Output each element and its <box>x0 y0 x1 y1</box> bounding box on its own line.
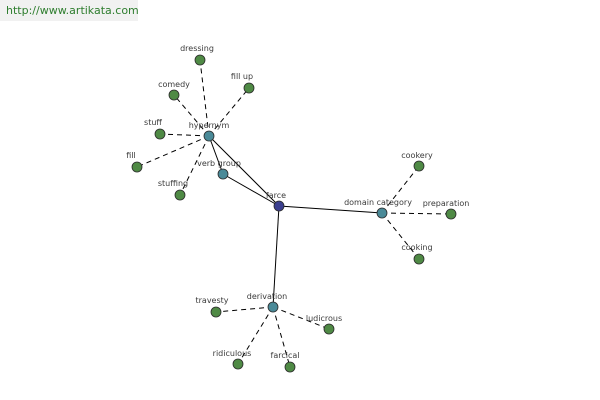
node-travesty[interactable] <box>210 306 222 318</box>
edge-hypernym-stuffing <box>179 135 210 196</box>
label-preparation: preparation <box>423 199 470 208</box>
edge-hypernym-fill-up <box>208 87 250 137</box>
label-domain-category: domain category <box>344 198 412 207</box>
label-verb-group: verb group <box>197 159 241 168</box>
node-domain-category[interactable] <box>376 207 388 219</box>
label-cookery: cookery <box>401 151 433 160</box>
label-fill: fill <box>126 151 135 160</box>
node-derivation[interactable] <box>267 301 279 313</box>
edge-domain-category-cookery <box>381 165 420 214</box>
node-verb-group[interactable] <box>217 168 229 180</box>
edge-hypernym-fill <box>136 135 210 168</box>
watermark-url: http://www.artikata.com <box>0 0 139 21</box>
edge-hypernym-verb-group <box>208 135 224 175</box>
node-dressing[interactable] <box>194 54 206 66</box>
labels-layer: farce hypernym verb group domain category de… <box>126 44 469 360</box>
label-dressing: dressing <box>180 44 214 53</box>
label-fill-up: fill up <box>231 72 253 81</box>
label-hypernym: hypernym <box>189 121 230 130</box>
label-stuff: stuff <box>144 118 162 127</box>
label-comedy: comedy <box>158 80 190 89</box>
edge-farce-derivation <box>272 205 280 308</box>
node-comedy[interactable] <box>168 89 180 101</box>
edge-hypernym-dressing <box>199 59 210 137</box>
node-ridiculous[interactable] <box>232 358 244 370</box>
label-ridiculous: ridiculous <box>213 349 252 358</box>
edge-hypernym-stuff <box>159 133 210 137</box>
edge-farce-hypernym <box>208 135 280 207</box>
label-travesty: travesty <box>195 296 228 305</box>
edge-derivation-ridiculous <box>237 306 274 365</box>
node-fill-up[interactable] <box>243 82 255 94</box>
node-preparation[interactable] <box>445 208 457 220</box>
label-farcical: farcical <box>271 351 300 360</box>
node-cookery[interactable] <box>413 160 425 172</box>
edge-derivation-ludicrous <box>272 306 330 330</box>
edge-domain-category-cooking <box>381 212 420 260</box>
label-cooking: cooking <box>401 243 432 252</box>
edge-farce-domain-category <box>278 205 383 214</box>
nodes-layer <box>131 54 457 373</box>
edge-domain-category-preparation <box>381 212 452 215</box>
edge-derivation-farcical <box>272 306 291 368</box>
label-ludicrous: ludicrous <box>306 314 342 323</box>
node-ludicrous[interactable] <box>323 323 335 335</box>
edges-layer <box>136 59 452 368</box>
node-farce[interactable] <box>273 200 285 212</box>
label-stuffing: stuffing <box>158 179 188 188</box>
node-fill[interactable] <box>131 161 143 173</box>
edge-derivation-travesty <box>215 306 274 313</box>
node-hypernym[interactable] <box>203 130 215 142</box>
node-stuffing[interactable] <box>174 189 186 201</box>
label-derivation: derivation <box>247 292 287 301</box>
node-stuff[interactable] <box>154 128 166 140</box>
node-cooking[interactable] <box>413 253 425 265</box>
edge-farce-verb-group <box>222 173 280 207</box>
label-farce: farce <box>266 191 286 200</box>
node-farcical[interactable] <box>284 361 296 373</box>
